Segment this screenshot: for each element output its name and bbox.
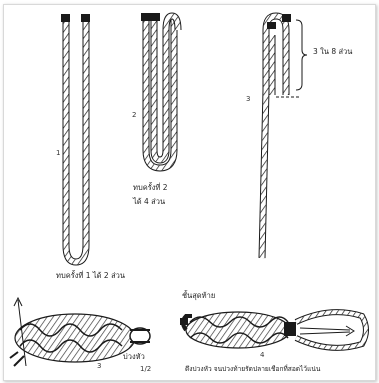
fold-3-number: 3 <box>246 96 250 103</box>
rope-end-tip <box>141 13 151 21</box>
step-4-number: 4 <box>260 352 264 359</box>
step-3-loop-label: บ่วงหัว <box>123 353 145 361</box>
rope-end-tip <box>267 22 276 29</box>
measure-bracket <box>296 20 307 90</box>
fold-2-number: 2 <box>132 112 136 119</box>
rope-end-tip <box>61 14 70 22</box>
rope-end-tip <box>81 14 90 22</box>
rope-fold-1 <box>61 14 90 262</box>
step-4-caption: ดึงบ่วงหัว จนบ่วงท้ายรัดปลายเชือกที่สอดไ… <box>185 366 320 373</box>
step-3-number: 3 <box>97 363 101 370</box>
rope-end-tip <box>150 13 160 21</box>
fold-2-caption-line2: ได้ 4 ส่วน <box>133 198 165 206</box>
fold-3-caption: 3 ใน 8 ส่วน <box>313 48 352 56</box>
rope-collar <box>284 322 296 336</box>
rope-end-tip <box>180 318 188 325</box>
rope-fold-3 <box>262 14 307 258</box>
fold-1-number: 1 <box>56 150 60 157</box>
fold-1-caption: ทบครั้งที่ 1 ได้ 2 ส่วน <box>56 272 125 280</box>
step-4-top-label: ชั้นสุดท้าย <box>182 292 215 300</box>
fold-2-caption-line1: ทบครั้งที่ 2 <box>133 184 168 192</box>
rope-end-tip <box>282 14 291 22</box>
direction-arrow <box>346 326 354 336</box>
rope-coil-step-4 <box>180 312 366 348</box>
step-3-fraction: 1/2 <box>140 366 151 373</box>
rope-fold-2 <box>141 13 178 168</box>
